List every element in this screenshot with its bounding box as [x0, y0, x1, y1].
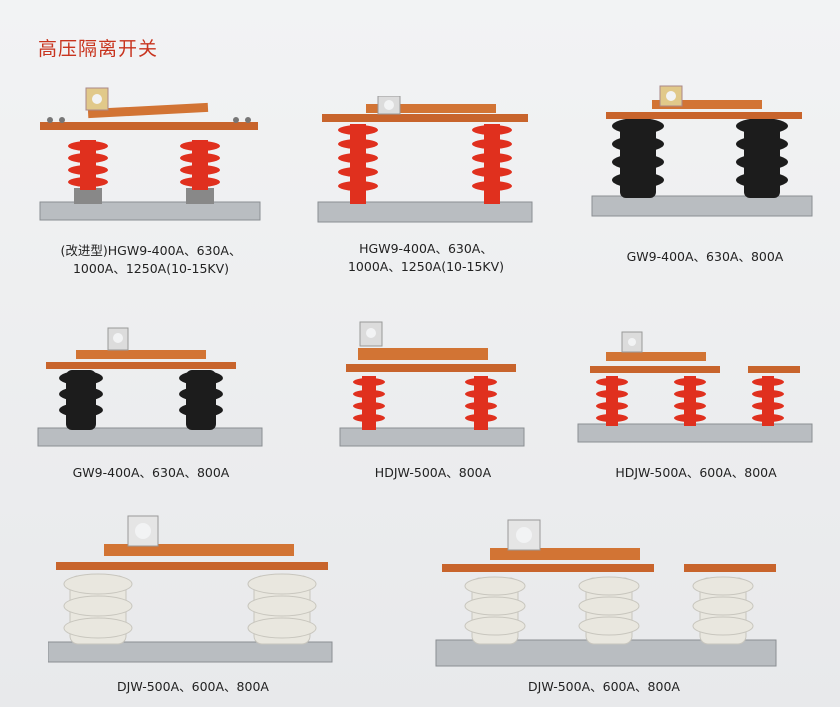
caption-line-2: 1000A、1250A(10-15KV) — [347, 259, 505, 274]
disconnect-switch-illustration — [37, 327, 263, 447]
product-caption-djw-three: DJW-500A、600A、800A — [474, 678, 734, 696]
product-caption-gw9-mid: GW9-400A、630A、800A — [36, 464, 266, 482]
disconnect-switch-illustration — [435, 519, 777, 667]
caption-line-1: GW9-400A、630A、800A — [72, 465, 230, 480]
product-caption-hgw9-improved: (改进型)HGW9-400A、630A、 1000A、1250A(10-15KV… — [36, 242, 266, 278]
product-caption-hgw9: HGW9-400A、630A、 1000A、1250A(10-15KV) — [316, 240, 536, 276]
disconnect-switch-illustration — [48, 515, 333, 663]
product-image-djw-three — [434, 516, 784, 672]
product-caption-gw9-top: GW9-400A、630A、800A — [590, 248, 820, 266]
product-caption-hdjw-three: HDJW-500A、600A、800A — [586, 464, 806, 482]
disconnect-switch-illustration — [577, 331, 813, 443]
disconnect-switch-illustration — [591, 85, 813, 217]
product-image-gw9-top — [590, 84, 820, 220]
product-caption-djw-two: DJW-500A、600A、800A — [48, 678, 338, 696]
product-caption-hdjw-two: HDJW-500A、800A — [328, 464, 538, 482]
caption-line-1: HGW9-400A、630A、 — [359, 241, 493, 256]
page-title: 高压隔离开关 — [38, 38, 159, 60]
product-image-hgw9-improved — [36, 84, 266, 224]
caption-line-1: (改进型)HGW9-400A、630A、 — [60, 243, 242, 258]
product-image-hdjw-two — [338, 320, 528, 450]
caption-line-1: HDJW-500A、800A — [374, 465, 492, 480]
disconnect-switch-illustration — [317, 96, 533, 223]
product-image-hdjw-three — [576, 330, 816, 450]
disconnect-switch-illustration — [39, 87, 261, 221]
product-image-djw-two — [48, 512, 338, 668]
caption-line-1: HDJW-500A、600A、800A — [615, 465, 777, 480]
product-image-hgw9 — [316, 96, 536, 226]
caption-line-1: GW9-400A、630A、800A — [626, 249, 784, 264]
caption-line-2: 1000A、1250A(10-15KV) — [72, 261, 230, 276]
caption-line-1: DJW-500A、600A、800A — [528, 679, 680, 694]
product-image-gw9-mid — [36, 320, 266, 450]
disconnect-switch-illustration — [339, 321, 525, 447]
caption-line-1: DJW-500A、600A、800A — [117, 679, 269, 694]
